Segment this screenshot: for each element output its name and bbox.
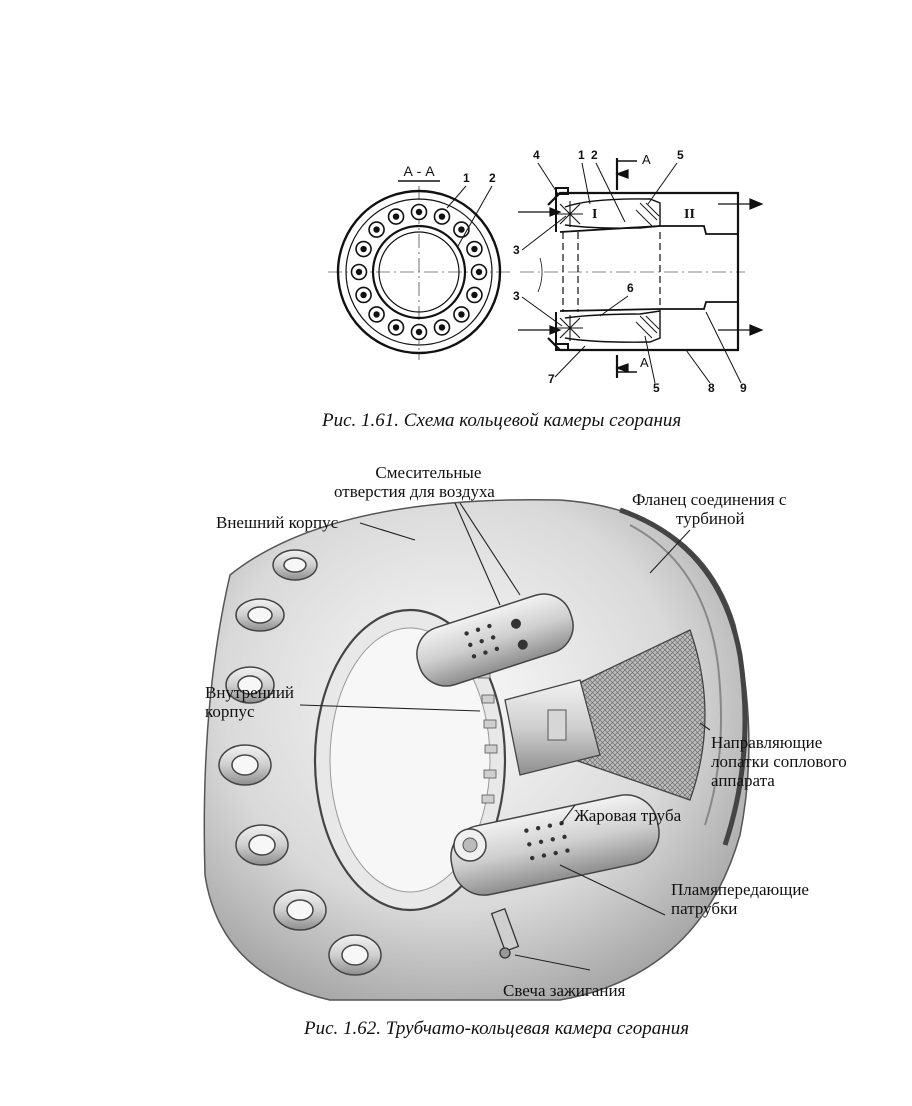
callout-1: 1 [463, 171, 470, 185]
label-mixing-holes: Смесительные отверстия для воздуха [334, 463, 495, 501]
callout-2: 2 [489, 171, 496, 185]
injector-hole-core [355, 268, 363, 276]
callout-8: 8 [708, 381, 715, 395]
injector-hole-core [458, 226, 465, 233]
leader-2 [457, 185, 493, 247]
injector-hole-core [373, 311, 380, 318]
label-inner-casing-line2: корпус [205, 702, 255, 721]
cut-marker-top: А [642, 152, 651, 167]
label-nozzle-vanes-line1: Направляющие [711, 733, 823, 752]
annular-chamber-schematic: А - А 1 2 [328, 148, 764, 395]
flame-tube-lower [564, 311, 661, 343]
flame-tube-lower-inner [564, 310, 661, 319]
injector-hole-core [415, 328, 423, 336]
label-nozzle-vanes-line3: аппарата [711, 771, 775, 790]
label-flame-tube: Жаровая труба [574, 806, 682, 825]
callout-2b: 2 [591, 148, 598, 162]
label-crossfire-tubes: Пламяпередающие патрубки [671, 880, 809, 918]
label-spark-plug: Свеча зажигания [503, 981, 626, 1000]
callout-5a: 5 [677, 148, 684, 162]
injector-hole-core [438, 324, 446, 331]
callout-3b: 3 [513, 289, 520, 303]
section-label: А - А [403, 163, 435, 179]
longitudinal-section [520, 158, 745, 378]
injector-hole-core [415, 208, 423, 216]
injector-hole-core [373, 226, 380, 233]
break-line [537, 257, 543, 293]
callout-1b: 1 [578, 148, 585, 162]
label-outer-casing: Внешний корпус [216, 513, 339, 532]
flame-tube-upper-inner [564, 224, 661, 229]
callout-5b: 5 [653, 381, 660, 395]
flame-tube-upper [564, 198, 661, 226]
injector-hole-core [360, 245, 367, 253]
label-mixing-holes-line2: отверстия для воздуха [334, 482, 495, 501]
fuel-inlet-pipes [218, 549, 382, 976]
cut-arrow-bottom [615, 363, 629, 373]
injector-hole-core [438, 213, 446, 220]
leader-lines [299, 502, 711, 971]
can-annular-chamber-illustration [203, 498, 750, 1001]
label-turbine-flange-line2: турбиной [676, 509, 745, 528]
injector-hole-core [471, 291, 478, 299]
callout-3a: 3 [513, 243, 520, 257]
callout-6: 6 [627, 281, 634, 295]
flame-tube-mid-can [504, 679, 601, 776]
flame-tube-upper-can [416, 593, 574, 687]
spark-plug-shape [490, 907, 520, 959]
figure-1-62 [0, 455, 912, 1015]
zone-label-1: I [592, 207, 597, 222]
inner-casing-wall-low [559, 301, 738, 312]
caption-fig-1-62: Рис. 1.62. Трубчато-кольцевая камера сго… [304, 1018, 690, 1039]
hatch-lower [635, 315, 660, 339]
callout-9: 9 [740, 381, 747, 395]
label-inner-casing-line1: Внутренний [205, 683, 295, 702]
caption-fig-1-61: Рис. 1.61. Схема кольцевой камеры сгоран… [322, 410, 682, 431]
injector-hole-core [392, 213, 400, 220]
swirler-upper [557, 201, 583, 227]
cut-marker-bottom: А [640, 355, 649, 370]
turbine-flange-shape [619, 507, 748, 846]
nozzle-guide-vanes-shape [574, 629, 706, 801]
label-nozzle-vanes-line2: лопатки соплового [711, 752, 847, 771]
label-crossfire-tubes-line1: Пламяпередающие [671, 880, 809, 899]
label-crossfire-tubes-line2: патрубки [671, 899, 738, 918]
hatch-upper [635, 202, 660, 227]
label-mixing-holes-line1: Смесительные [375, 463, 482, 482]
label-nozzle-vanes: Направляющие лопатки соплового аппарата [711, 733, 847, 790]
label-turbine-flange: Фланец соединения с турбиной [632, 490, 786, 528]
flow-arrows [518, 169, 764, 373]
injector-hole-core [475, 268, 483, 276]
injector-hole-core [392, 324, 400, 331]
label-turbine-flange-line1: Фланец соединения с [632, 490, 787, 509]
injector-hole-core [458, 311, 465, 318]
cut-arrow-top [615, 169, 629, 179]
callout-4: 4 [533, 148, 540, 162]
zone-label-2: II [684, 207, 695, 222]
cross-section-view [328, 186, 510, 360]
figure-1-61: А - А 1 2 [0, 0, 912, 440]
leader-1 [446, 185, 467, 209]
injector-hole-core [360, 291, 367, 299]
injector-hole-core [471, 245, 478, 253]
label-inner-casing: Внутренний корпус [205, 683, 294, 721]
callout-7: 7 [548, 372, 555, 386]
swirler-lower [557, 315, 583, 341]
injector-holes [350, 203, 488, 341]
